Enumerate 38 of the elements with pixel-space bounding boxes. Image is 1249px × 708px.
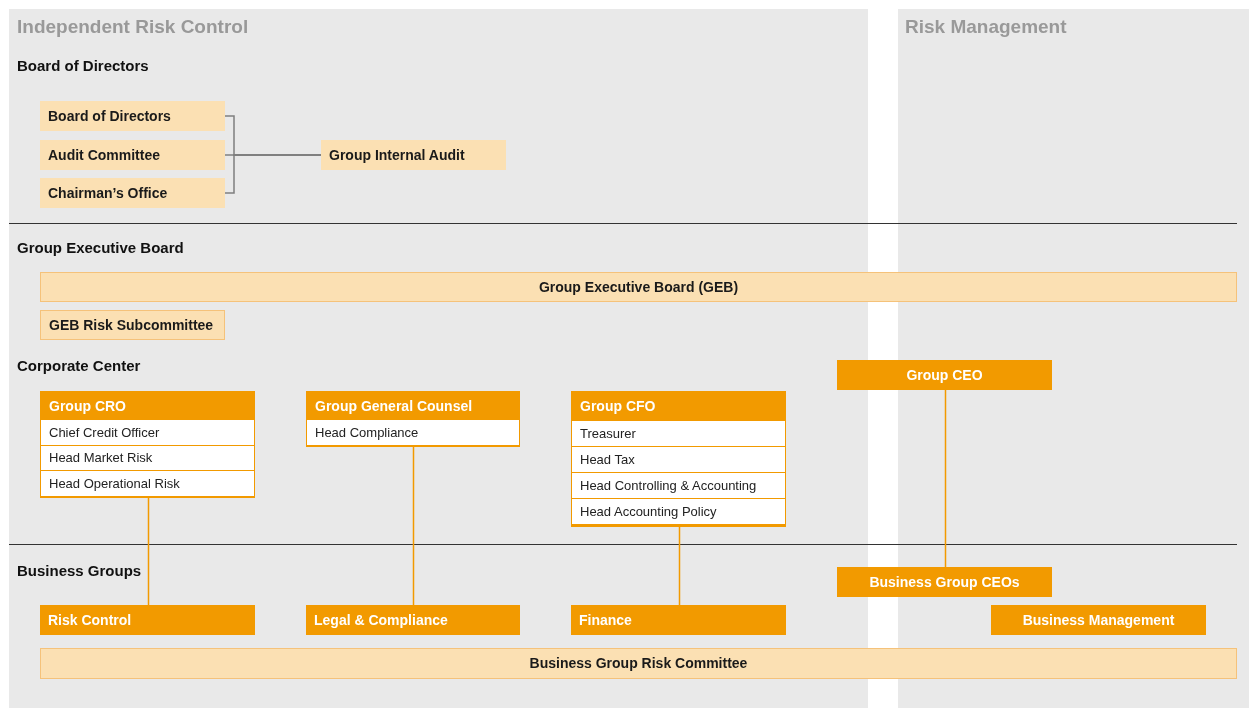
role-row: Head Compliance <box>307 420 519 445</box>
org-unit-table <box>40 391 255 498</box>
org-unit-box: Business Group Risk Committee <box>40 648 1237 679</box>
role-row: Head Operational Risk <box>41 471 254 496</box>
role-row: Head Tax <box>572 447 785 472</box>
unit-header: Group CFO <box>579 397 657 416</box>
org-unit-box: Legal & Compliance <box>306 605 520 635</box>
connector-line <box>678 526 681 606</box>
org-unit-box: Business Group CEOs <box>837 567 1052 597</box>
unit-header: Group CRO <box>48 396 127 416</box>
org-unit-box: GEB Risk Subcommittee <box>40 310 225 340</box>
org-unit-box: Audit Committee <box>40 140 225 170</box>
role-row: Head Accounting Policy <box>572 499 785 524</box>
org-unit-table <box>306 391 520 447</box>
connector-line <box>224 154 322 194</box>
role-row: Chief Credit Officer <box>41 420 254 445</box>
section-heading: Group Executive Board <box>17 238 184 258</box>
column-heading: Risk Management <box>905 15 1067 39</box>
role-row: Treasurer <box>572 421 785 446</box>
connector-line <box>412 446 415 606</box>
org-unit-table <box>571 391 786 527</box>
org-unit-box: Group CEO <box>837 360 1052 390</box>
connector-line <box>147 497 150 606</box>
org-unit-box: Group Executive Board (GEB) <box>40 272 1237 302</box>
section-heading: Business Groups <box>17 561 142 581</box>
org-unit-box: Chairman’s Office <box>40 178 225 208</box>
connector-line <box>944 389 947 568</box>
role-row: Head Controlling & Accounting <box>572 473 785 498</box>
role-row: Head Market Risk <box>41 445 254 471</box>
org-unit-box: Finance <box>571 605 786 635</box>
org-unit-box: Risk Control <box>40 605 255 635</box>
org-unit-box: Business Management <box>991 605 1206 635</box>
column-heading: Independent Risk Control <box>17 15 249 39</box>
org-unit-box: Group Internal Audit <box>321 140 506 170</box>
section-heading: Board of Directors <box>17 56 149 76</box>
section-heading: Corporate Center <box>17 356 141 376</box>
unit-header: Group General Counsel <box>314 396 474 416</box>
org-unit-box: Board of Directors <box>40 101 225 131</box>
